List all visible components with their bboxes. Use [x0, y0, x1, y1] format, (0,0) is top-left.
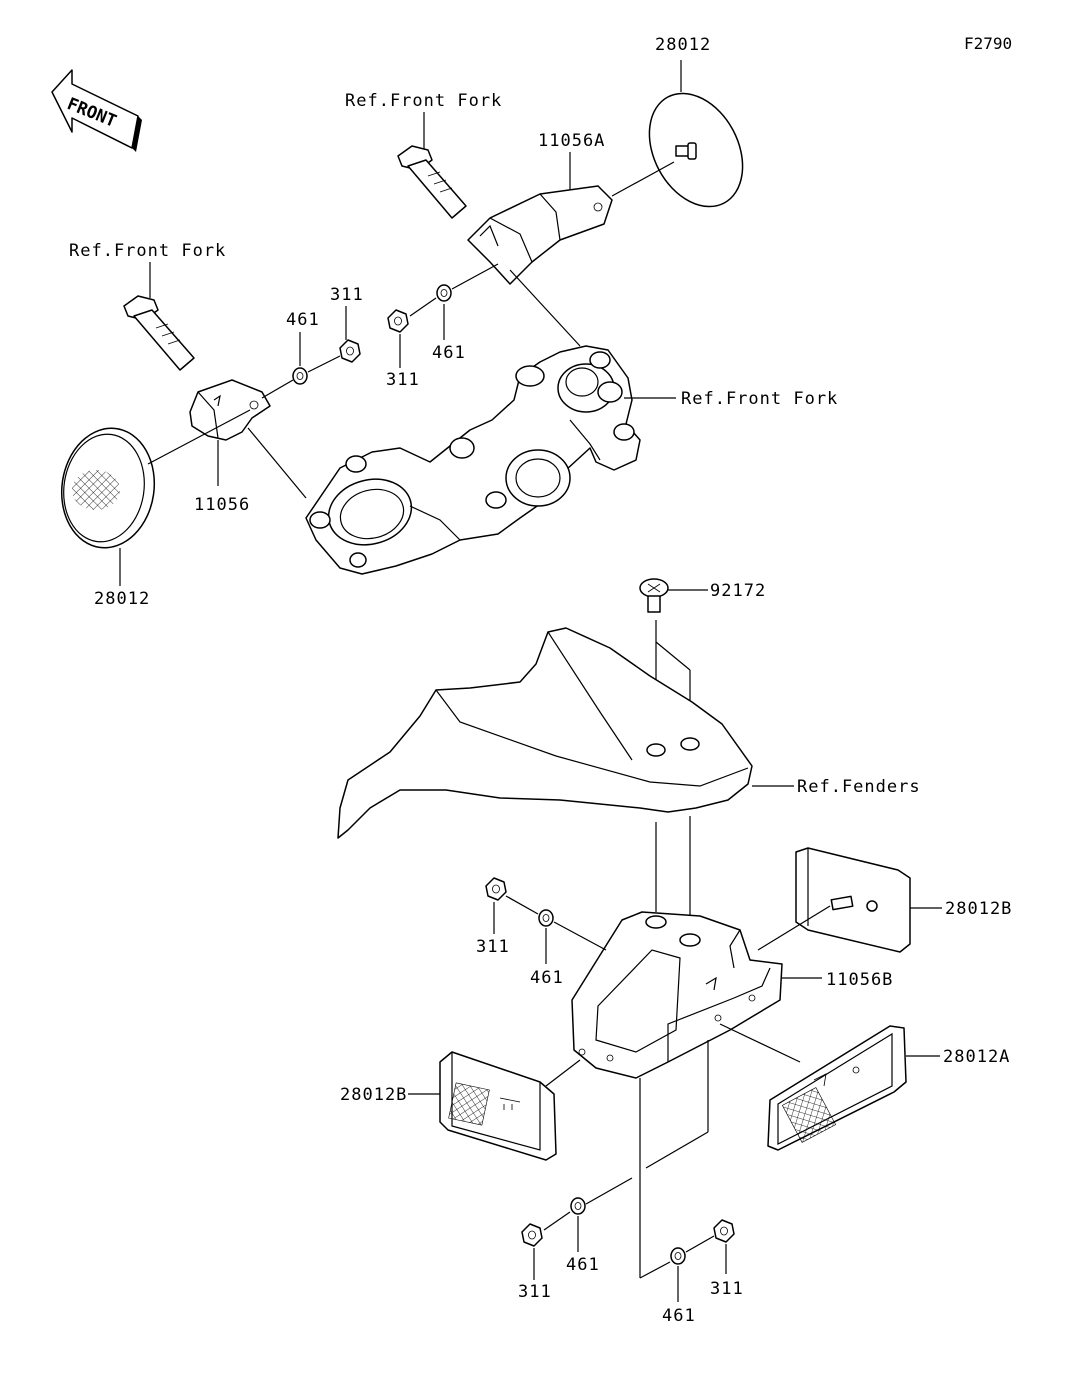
leader-reflector-b-left [545, 1059, 581, 1087]
label-ref-fenders: Ref.Fenders [797, 777, 921, 797]
front-fork-bracket [305, 345, 641, 575]
label-washer-461-a: 461 [286, 310, 320, 330]
bolt-top [397, 145, 467, 219]
reflector-28012b-right [795, 847, 911, 953]
label-nut-311-b: 311 [386, 370, 420, 390]
label-washer-461-d: 461 [566, 1255, 600, 1275]
nut-311-bottom-left [521, 1223, 543, 1247]
label-reflector-28012b-right: 28012B [945, 899, 1012, 919]
label-ref-front-fork-right: Ref.Front Fork [681, 389, 838, 409]
label-reflector-28012b-left: 28012B [340, 1085, 407, 1105]
washer-461-top [436, 284, 452, 302]
bracket-11056a [467, 185, 613, 285]
leader-bracket-bottom-4 [639, 1261, 671, 1279]
front-arrow-icon: FRONT [51, 69, 142, 152]
reflector-round-left [60, 427, 156, 549]
washer-461-lower-left [538, 909, 554, 927]
label-nut-311-c: 311 [476, 937, 510, 957]
label-nut-311-a: 311 [330, 285, 364, 305]
leader-washer-left [261, 379, 294, 399]
reflector-round-top [648, 92, 744, 208]
figure-code: F2790 [964, 34, 1012, 53]
leader-reflector-a [719, 1023, 801, 1063]
label-nut-311-d: 311 [518, 1282, 552, 1302]
label-reflector-top: 28012 [655, 35, 711, 55]
label-bracket-a: 11056A [538, 131, 605, 151]
bracket-11056b [571, 911, 783, 1079]
screw-92172 [639, 578, 669, 613]
washer-461-left [292, 367, 308, 385]
leader-washer-top [451, 263, 499, 290]
leader-washer-nut-e [685, 1235, 715, 1253]
bolt-left [123, 295, 195, 371]
leader-reflector-b-right [757, 905, 831, 951]
nut-311-left [339, 339, 361, 363]
label-washer-461-b: 461 [432, 343, 466, 363]
reflector-28012a [767, 1025, 907, 1151]
nut-311-lower-left [485, 877, 507, 901]
bracket-11056 [189, 379, 271, 441]
leader-reflector-left [147, 409, 251, 465]
label-bracket-left: 11056 [194, 495, 250, 515]
leader-nut-washer-left [307, 355, 341, 373]
leader-bracket-left-clamp [247, 427, 307, 499]
leader-screw-diag [655, 641, 691, 671]
label-nut-311-e: 311 [710, 1279, 744, 1299]
fender [337, 627, 753, 839]
leader-nut-washer-c [505, 895, 539, 915]
label-reflector-left: 28012 [94, 589, 150, 609]
label-reflector-28012a: 28012A [943, 1047, 1010, 1067]
label-bracket-b: 11056B [826, 970, 893, 990]
washer-461-bottom-right [670, 1247, 686, 1265]
leader-nut-washer-d [543, 1211, 571, 1231]
nut-311-top [387, 309, 409, 333]
label-screw: 92172 [710, 581, 766, 601]
leader-bracket-a-clamp [509, 269, 581, 347]
leader-bracket-bottom-5 [585, 1177, 633, 1205]
reflector-28012b-left [439, 1051, 557, 1161]
label-washer-461-e: 461 [662, 1306, 696, 1326]
label-ref-front-fork-left: Ref.Front Fork [69, 241, 226, 261]
label-ref-front-fork-top: Ref.Front Fork [345, 91, 502, 111]
leader-washer-bracket-c [553, 921, 607, 951]
leader-bracket-bottom-2 [645, 1131, 709, 1169]
nut-311-bottom-right [713, 1219, 735, 1243]
washer-461-bottom-left [570, 1197, 586, 1215]
leader-bracket-a-reflector [611, 161, 675, 197]
leader-nut-washer-top [409, 297, 437, 317]
label-washer-461-c: 461 [530, 968, 564, 988]
